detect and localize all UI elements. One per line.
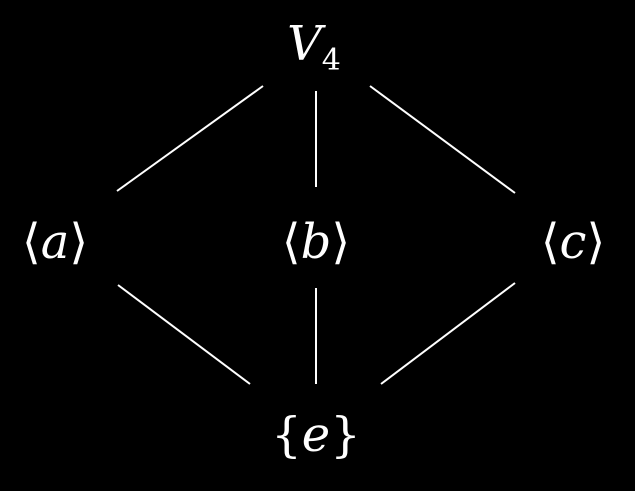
edge-top-right [369, 85, 516, 194]
node-b-open-bracket: ⟨ [282, 214, 301, 270]
node-c-variable: c [560, 214, 587, 270]
node-v4: V4 [287, 16, 341, 78]
node-v4-main: V [287, 16, 326, 72]
node-v4-subscript: 4 [322, 43, 341, 78]
node-a-close-bracket: ⟩ [69, 214, 88, 270]
node-e-close-brace: } [330, 407, 361, 463]
edge-right-bottom [380, 282, 516, 385]
node-c-open-bracket: ⟨ [541, 214, 560, 270]
node-a-open-bracket: ⟨ [22, 214, 41, 270]
node-e-variable: e [302, 407, 330, 463]
node-trivial-subgroup: {e} [271, 407, 361, 463]
edge-top-left [116, 85, 264, 192]
node-subgroup-c: ⟨c⟩ [541, 214, 605, 270]
node-b-variable: b [301, 214, 332, 270]
node-a-variable: a [41, 214, 70, 270]
node-c-close-bracket: ⟩ [586, 214, 605, 270]
node-subgroup-b: ⟨b⟩ [282, 214, 350, 270]
node-e-open-brace: { [271, 407, 302, 463]
node-b-close-bracket: ⟩ [331, 214, 350, 270]
node-subgroup-a: ⟨a⟩ [22, 214, 88, 270]
edge-left-bottom [117, 284, 251, 385]
